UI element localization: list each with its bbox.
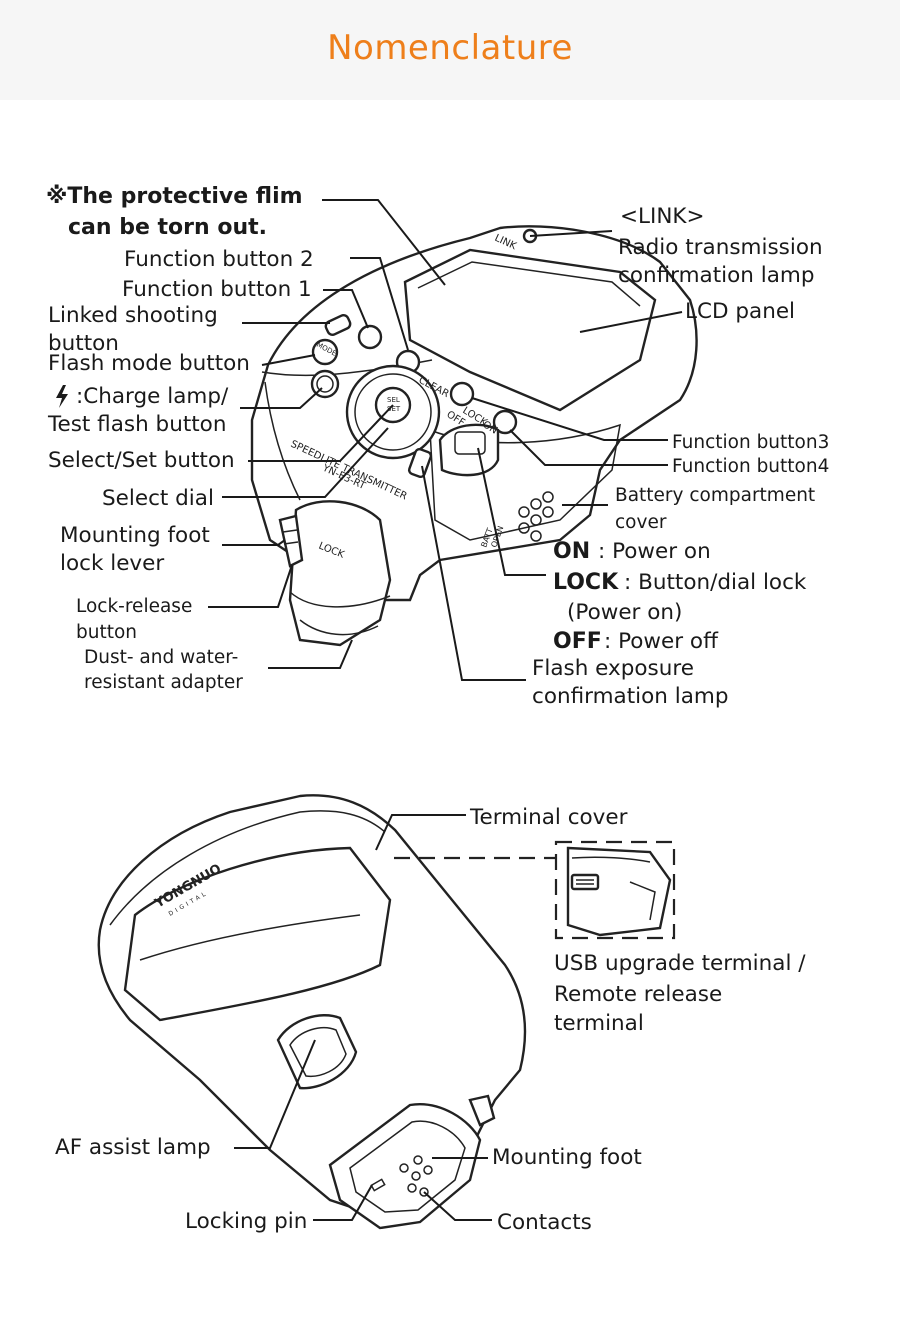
select-dial-label: Select dial — [102, 486, 214, 511]
link-tag-label: <LINK> — [620, 204, 705, 229]
charge-lamp-label-2: Test flash button — [47, 412, 226, 437]
function-button-4-label: Function button4 — [672, 456, 829, 477]
locking-pin-label: Locking pin — [185, 1209, 307, 1234]
header-bar: Nomenclature — [0, 0, 900, 100]
mounting-foot-label: Mounting foot — [492, 1145, 642, 1170]
lock-desc-2: (Power on) — [567, 600, 682, 625]
mounting-foot-shape — [328, 1103, 482, 1230]
protective-film-label-1: ※The protective flim — [46, 184, 303, 209]
top-device-illustration: LINK CLEAR LOCK ON OFF SPEEDLITE TRANSMI… — [250, 225, 698, 647]
function-button-3[interactable] — [449, 381, 475, 407]
dust-adapter-label-2: resistant adapter — [84, 672, 243, 693]
af-assist-lamp-label: AF assist lamp — [55, 1135, 211, 1160]
lock-key: LOCK — [553, 570, 619, 595]
select-set-label: Select/Set button — [48, 448, 235, 473]
flash-exposure-label-2: confirmation lamp — [532, 684, 728, 709]
contacts-label: Contacts — [497, 1210, 592, 1235]
battery-cover-label-1: Battery compartment — [615, 485, 815, 506]
flash-mode-button[interactable] — [311, 338, 339, 366]
power-on-key: ON — [553, 539, 590, 564]
terminal-cover-label: Terminal cover — [469, 805, 628, 830]
function-button-2-label: Function button 2 — [124, 247, 314, 272]
power-on-desc: : Power on — [598, 539, 711, 564]
function-button-3-label: Function button3 — [672, 432, 829, 453]
lock-release-label-2: button — [76, 622, 137, 643]
mounting-lock-label-2: lock lever — [60, 551, 164, 576]
link-desc-label-2: confirmation lamp — [618, 263, 814, 288]
function-button-1-label: Function button 1 — [122, 277, 312, 302]
link-desc-label-1: Radio transmission — [618, 235, 823, 260]
charge-lamp-label-1: :Charge lamp/ — [76, 384, 229, 409]
terminal-cover-detail — [554, 840, 676, 940]
battery-cover-label-2: cover — [615, 512, 667, 533]
flash-exposure-lamp — [407, 447, 433, 479]
bottom-device-illustration: YONGNUO DIGITAL — [97, 794, 527, 1230]
lock-desc: : Button/dial lock — [624, 570, 807, 595]
flash-exposure-label-1: Flash exposure — [532, 656, 694, 681]
linked-shooting-button[interactable] — [324, 314, 352, 337]
protective-film-label-2: can be torn out. — [68, 215, 267, 240]
linked-shooting-label-2: button — [48, 331, 119, 356]
usb-terminal-label-3: terminal — [554, 1011, 644, 1036]
function-button-1[interactable] — [357, 324, 383, 350]
page-title: Nomenclature — [327, 28, 573, 68]
af-assist-lamp — [276, 1014, 358, 1090]
lightning-bolt-icon — [56, 385, 68, 408]
usb-terminal-label-2: Remote release — [554, 982, 722, 1007]
lock-release-label-1: Lock-release — [76, 596, 192, 617]
flash-mode-label: Flash mode button — [48, 351, 250, 376]
off-key: OFF — [553, 629, 602, 654]
dust-adapter-label-1: Dust- and water- — [84, 647, 238, 668]
function-button-4[interactable] — [492, 409, 518, 435]
mounting-lock-label-1: Mounting foot — [60, 523, 210, 548]
lcd-panel-label: LCD panel — [685, 299, 795, 324]
device-set-text: SET — [387, 405, 401, 413]
power-switch[interactable] — [438, 423, 500, 477]
top-leader-lines — [208, 199, 683, 681]
usb-terminal-label-1: USB upgrade terminal / — [554, 951, 806, 976]
off-desc: : Power off — [604, 629, 719, 654]
linked-shooting-label-1: Linked shooting — [48, 303, 218, 328]
device-sel-text: SEL — [387, 396, 400, 404]
battery-cover-dots — [518, 491, 554, 542]
bottom-leader-lines — [234, 814, 556, 1221]
